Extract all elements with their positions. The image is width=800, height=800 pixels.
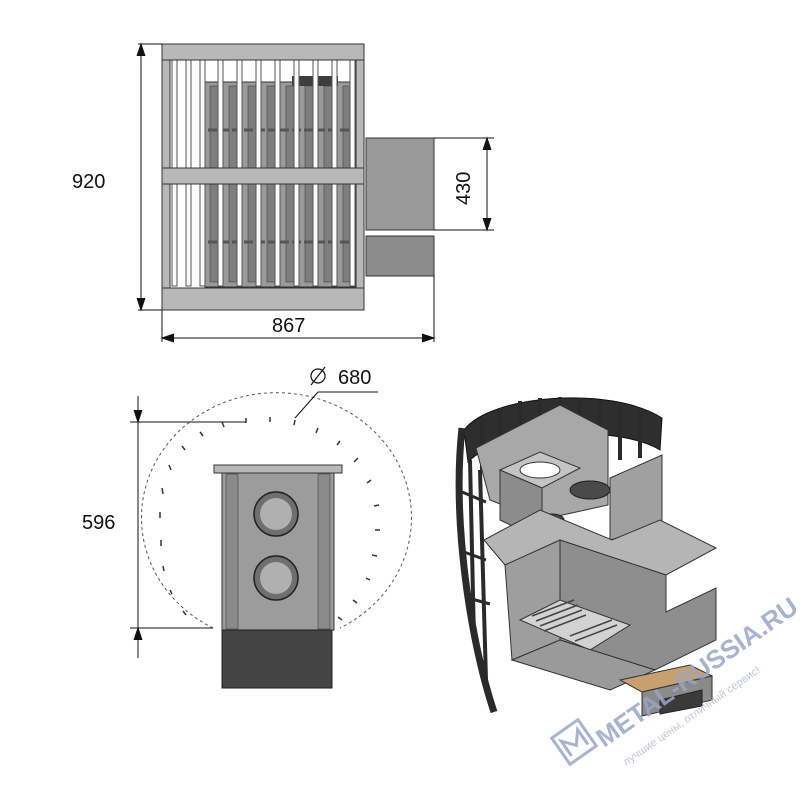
watermark-logo-icon <box>549 717 599 767</box>
front-view-tunnel <box>365 137 435 231</box>
dimension-line-width <box>160 276 436 343</box>
top-view-bar-ticks <box>159 417 380 621</box>
front-view-bottom-ring <box>161 287 365 311</box>
chimney-opening-side <box>569 480 611 500</box>
front-view-top-ring <box>161 43 365 61</box>
front-view: 920 867 430 <box>72 42 494 343</box>
front-view-middle-ring <box>161 167 365 185</box>
front-view-tunnel-base <box>365 235 435 277</box>
top-view-port-lower <box>253 555 299 601</box>
top-view-right-rib <box>317 473 331 630</box>
top-view: 680 596 <box>82 366 412 689</box>
top-view-tunnel <box>221 629 333 689</box>
cage-front-bars <box>468 459 488 681</box>
dimension-width-label: 867 <box>272 315 305 337</box>
dimension-depth-label: 596 <box>82 512 115 534</box>
top-view-top-flange <box>213 464 343 474</box>
firebox-front-lip <box>510 639 657 691</box>
dimension-line-depth <box>130 396 246 658</box>
top-view-outline <box>141 392 412 629</box>
firebox-floor <box>518 599 632 651</box>
dimension-height-label: 920 <box>72 171 105 193</box>
tunnel-door <box>659 689 703 715</box>
cage-band-marks <box>461 490 491 606</box>
isometric-cutaway-view <box>455 397 718 717</box>
diameter-symbol-icon <box>310 366 326 386</box>
top-view-port-upper <box>253 491 299 537</box>
firebox-grate <box>531 599 618 642</box>
cage-front-arc <box>455 427 498 714</box>
dimension-flue-height-label: 430 <box>453 172 475 205</box>
top-view-left-rib <box>225 473 239 630</box>
dimension-diameter-label: 680 <box>338 367 371 389</box>
dimension-line-flue-height <box>434 136 494 232</box>
chimney-opening-top <box>519 461 561 479</box>
dimension-line-diameter <box>294 391 378 419</box>
dimension-line-height <box>136 42 162 312</box>
